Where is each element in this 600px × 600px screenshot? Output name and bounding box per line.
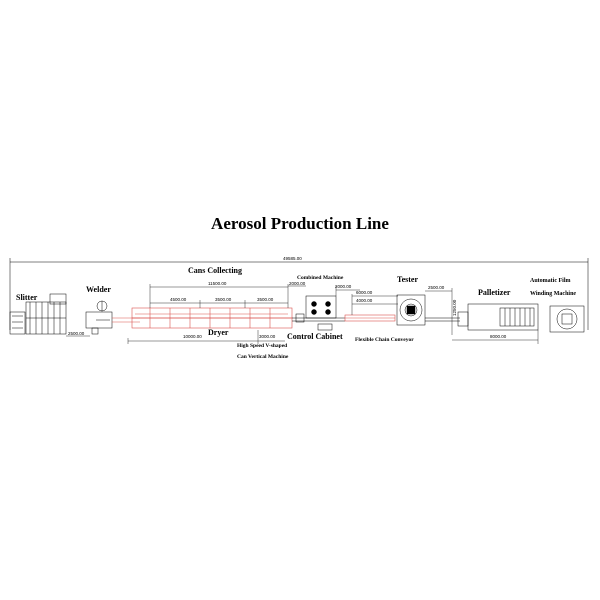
label-cans-collecting: Cans Collecting (188, 266, 242, 275)
label-tester: Tester (397, 275, 419, 284)
palletizer-machine (467, 303, 539, 331)
label-control-cabinet: Control Cabinet (287, 332, 343, 341)
label-slitter: Slitter (16, 293, 38, 302)
page-title: Aerosol Production Line (211, 214, 389, 233)
film-winding-machine (549, 305, 585, 333)
dryer-dimension-line (127, 330, 285, 344)
dryer-conveyor (112, 307, 293, 329)
slitter-machine (9, 293, 67, 335)
dim-palletizer-len: 8000.00 (490, 334, 507, 339)
dim-seg-a: 4500.00 (170, 297, 187, 302)
tester-machine (396, 294, 426, 326)
label-automatic-film: Automatic Film (530, 278, 571, 284)
dim-slitter-bottom: 2500.00 (68, 331, 85, 336)
welder-machine (85, 300, 113, 335)
cans-collecting-dimensions (149, 284, 289, 308)
flexible-dimensions (351, 294, 398, 315)
label-winding-machine: Winding Machine (530, 291, 577, 297)
control-cabinet (317, 323, 333, 331)
dim-tester-right: 2500.00 (428, 285, 445, 290)
label-combined-machine: Combined Machine (297, 275, 344, 281)
combined-machine (292, 295, 345, 323)
combined-dimensions (288, 285, 360, 296)
label-welder: Welder (86, 285, 111, 294)
flexible-chain-conveyor (344, 314, 396, 322)
label-flexible-chain: Flexible Chain Conveyor (355, 337, 414, 343)
dim-flex-b: 4000.00 (356, 298, 373, 303)
tester-palletizer-conveyor (425, 311, 469, 327)
dim-cans-total: 11500.00 (208, 281, 227, 286)
dim-flex-a: 6000.00 (356, 290, 373, 295)
dim-overall: 49585.00 (283, 256, 302, 261)
palletizer-dimensions (452, 330, 539, 344)
dim-seg-c: 3500.00 (257, 297, 274, 302)
tester-dimensions (425, 288, 453, 335)
dim-palletizer-side: 1250.00 (452, 299, 457, 316)
dim-vshaped: 3000.00 (259, 334, 276, 339)
dim-combined-right: 2000.00 (335, 284, 352, 289)
dim-seg-b: 3500.00 (215, 297, 232, 302)
label-can-vertical: Can Vertical Machine (237, 354, 289, 360)
label-dryer: Dryer (208, 328, 229, 337)
label-high-speed: High Speed V-shaped (237, 343, 288, 349)
dim-dryer: 10000.00 (183, 334, 202, 339)
label-palletizer: Palletizer (478, 288, 511, 297)
dim-combined-left: 2000.00 (289, 281, 306, 286)
